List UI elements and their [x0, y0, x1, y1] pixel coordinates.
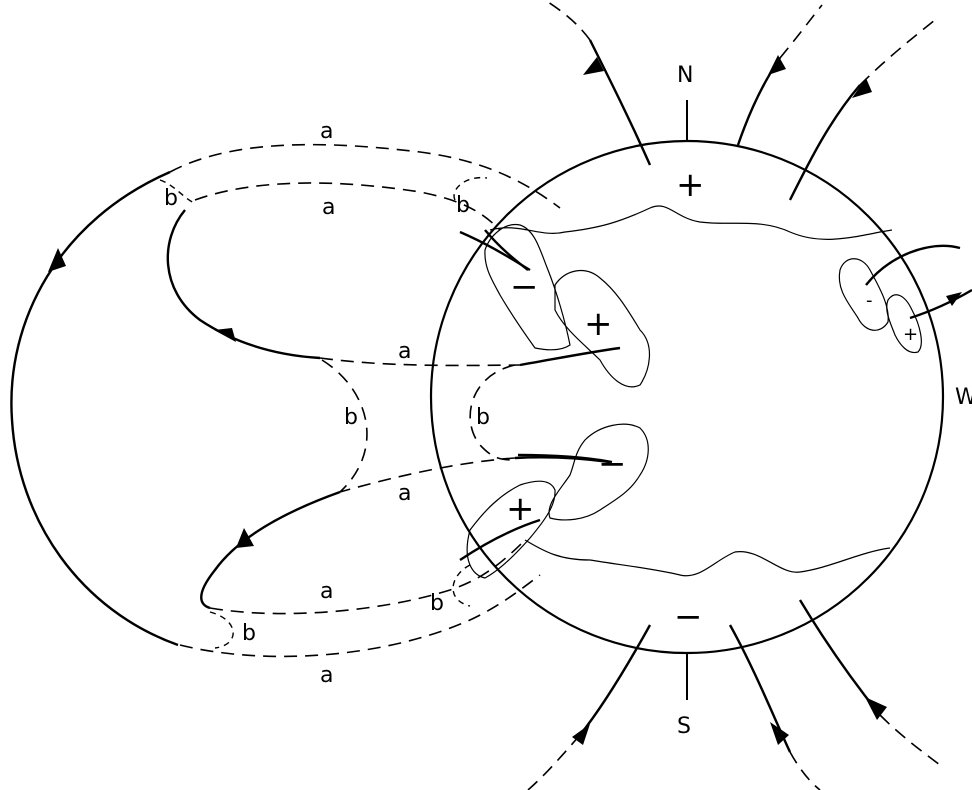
label-a-middle-lower: a	[398, 481, 411, 506]
arrow-south-3	[865, 697, 887, 720]
polarity-south-minus: −	[674, 597, 703, 637]
open-field-lines-south	[528, 600, 940, 790]
label-b-middle-left: b	[344, 405, 358, 430]
label-b-bottom-right: b	[430, 591, 444, 616]
large-loop-outline	[11, 172, 178, 645]
label-a-bottom-outer: a	[320, 663, 333, 688]
coronal-hole-boundaries	[490, 206, 892, 576]
west-label: W	[955, 385, 972, 410]
polarity-north-plus: +	[676, 165, 705, 205]
label-b-middle-right: b	[476, 405, 490, 430]
west-small-loop	[866, 246, 972, 318]
arrow-north-3	[852, 78, 872, 98]
polarity-west-minus: -	[866, 290, 873, 311]
north-label: N	[677, 63, 693, 88]
upper-loop-system	[160, 145, 620, 366]
label-a-bottom-inner: a	[320, 579, 333, 604]
polarity-upper-plus: +	[584, 304, 613, 344]
polarity-lower-plus: +	[506, 489, 535, 529]
open-field-lines-north	[545, 0, 935, 200]
label-a-top-inner: a	[322, 195, 335, 220]
label-b-top-left: b	[164, 186, 178, 211]
disk-field-stubs	[485, 230, 612, 462]
arrow-lower-loop	[236, 528, 254, 548]
label-b-bottom-left: b	[242, 621, 256, 646]
polarity-lower-minus: −	[598, 444, 627, 484]
arrow-upper-loop	[214, 328, 236, 342]
label-a-top-outer: a	[320, 119, 333, 144]
polarity-west-plus: +	[903, 324, 918, 345]
label-b-top-right: b	[456, 193, 470, 218]
polarity-upper-minus: −	[510, 267, 539, 307]
arrow-north-2	[768, 55, 786, 75]
label-a-middle-upper: a	[398, 339, 411, 364]
south-label: S	[677, 714, 691, 739]
